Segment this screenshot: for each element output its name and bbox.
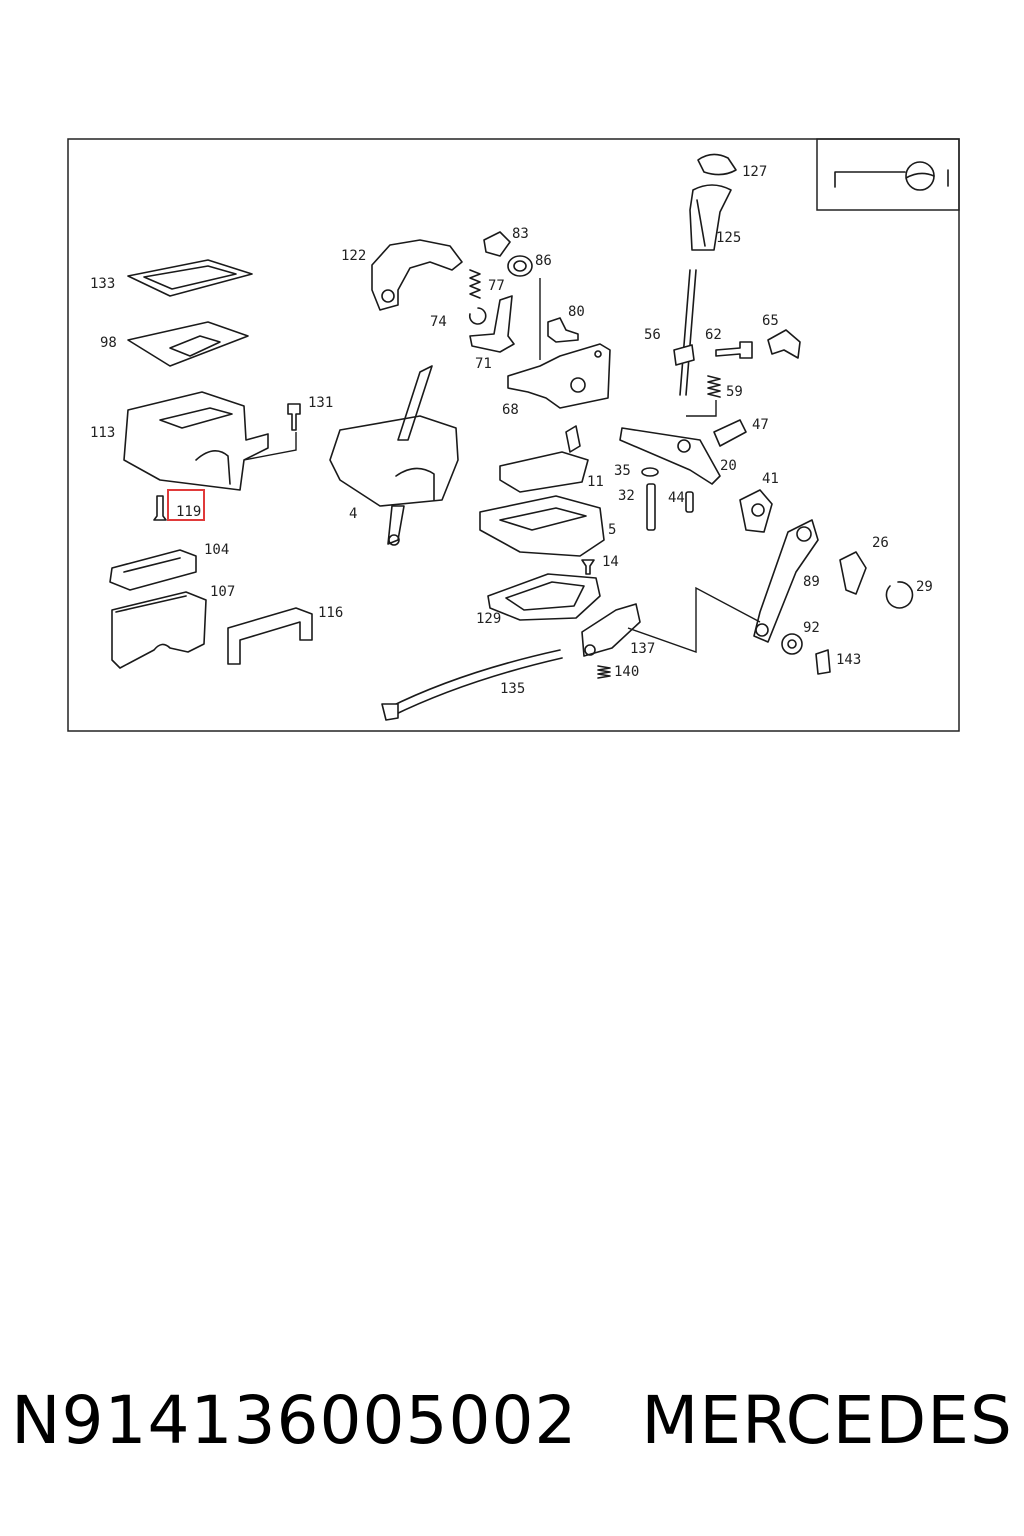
part-labels: 127 125 122 83 86 133 77 80 74 71 98 56 62 65 68 59 131 4… <box>90 164 933 697</box>
part-4[interactable] <box>329 365 459 546</box>
part-label-116[interactable]: 116 <box>318 605 343 621</box>
brand-name: MERCEDES <box>641 1381 1013 1459</box>
part-label-26[interactable]: 26 <box>872 535 889 551</box>
part-label-83[interactable]: 83 <box>512 226 529 242</box>
part-131[interactable] <box>287 403 301 431</box>
part-89[interactable] <box>753 519 819 643</box>
part-label-77[interactable]: 77 <box>488 278 505 294</box>
caption: N914136005002 MERCEDES <box>0 1370 1024 1470</box>
part-140[interactable] <box>597 665 611 679</box>
part-35[interactable] <box>641 467 659 477</box>
leader-lines <box>243 278 761 653</box>
part-label-14[interactable]: 14 <box>602 554 619 570</box>
part-label-113[interactable]: 113 <box>90 425 115 441</box>
part-32[interactable] <box>646 483 656 531</box>
part-label-137[interactable]: 137 <box>630 641 655 657</box>
part-92[interactable] <box>781 633 803 655</box>
diagram-frame <box>67 138 960 732</box>
part-label-143[interactable]: 143 <box>836 652 861 668</box>
part-20[interactable] <box>619 427 721 485</box>
part-label-74[interactable]: 74 <box>430 314 447 330</box>
part-label-62[interactable]: 62 <box>705 327 722 343</box>
part-122[interactable] <box>371 239 463 311</box>
part-label-119[interactable]: 119 <box>176 504 201 520</box>
part-77[interactable] <box>469 269 481 299</box>
part-label-32[interactable]: 32 <box>618 488 635 504</box>
part-143[interactable] <box>815 649 831 675</box>
parts-diagram: 127 125 122 83 86 133 77 80 74 71 98 56 62 65 68 59 131 4… <box>67 138 960 732</box>
part-119[interactable] <box>153 495 167 521</box>
part-label-80[interactable]: 80 <box>568 304 585 320</box>
part-83[interactable] <box>483 231 511 257</box>
part-41[interactable] <box>739 489 773 533</box>
part-80[interactable] <box>547 317 579 343</box>
part-86[interactable] <box>507 255 533 277</box>
part-label-129[interactable]: 129 <box>476 611 501 627</box>
part-44[interactable] <box>685 491 694 513</box>
part-104[interactable] <box>109 549 197 591</box>
part-label-125[interactable]: 125 <box>716 230 741 246</box>
part-68[interactable] <box>507 343 611 409</box>
part-label-65[interactable]: 65 <box>762 313 779 329</box>
part-label-89[interactable]: 89 <box>803 574 820 590</box>
part-107[interactable] <box>111 591 207 669</box>
part-label-122[interactable]: 122 <box>341 248 366 264</box>
part-label-135[interactable]: 135 <box>500 681 525 697</box>
part-135[interactable] <box>381 649 563 721</box>
part-label-41[interactable]: 41 <box>762 471 779 487</box>
part-label-11[interactable]: 11 <box>587 474 604 490</box>
part-133[interactable] <box>127 259 253 297</box>
part-label-47[interactable]: 47 <box>752 417 769 433</box>
steering-wheel-icon <box>834 161 949 191</box>
part-125[interactable] <box>689 184 732 251</box>
part-56[interactable] <box>673 269 697 396</box>
part-11[interactable] <box>499 425 589 493</box>
part-label-86[interactable]: 86 <box>535 253 552 269</box>
part-label-44[interactable]: 44 <box>668 490 685 506</box>
part-74[interactable] <box>468 307 487 325</box>
part-113[interactable] <box>123 391 269 491</box>
part-label-59[interactable]: 59 <box>726 384 743 400</box>
part-116[interactable] <box>227 607 313 665</box>
part-29[interactable] <box>885 581 914 609</box>
part-label-71[interactable]: 71 <box>475 356 492 372</box>
part-47[interactable] <box>713 419 747 447</box>
part-59[interactable] <box>707 375 721 398</box>
part-label-104[interactable]: 104 <box>204 542 229 558</box>
part-label-4[interactable]: 4 <box>349 506 357 522</box>
part-label-131[interactable]: 131 <box>308 395 333 411</box>
part-98[interactable] <box>127 321 249 367</box>
part-127[interactable] <box>697 153 737 176</box>
part-label-29[interactable]: 29 <box>916 579 933 595</box>
part-14[interactable] <box>581 559 595 575</box>
part-label-140[interactable]: 140 <box>614 664 639 680</box>
inset-box <box>816 138 960 211</box>
part-label-68[interactable]: 68 <box>502 402 519 418</box>
part-129[interactable] <box>487 573 601 621</box>
part-62[interactable] <box>715 341 753 359</box>
part-5[interactable] <box>479 495 605 557</box>
part-26[interactable] <box>839 551 867 595</box>
part-label-56[interactable]: 56 <box>644 327 661 343</box>
part-label-35[interactable]: 35 <box>614 463 631 479</box>
part-label-127[interactable]: 127 <box>742 164 767 180</box>
part-label-5[interactable]: 5 <box>608 522 616 538</box>
part-number: N914136005002 <box>11 1381 578 1459</box>
part-label-133[interactable]: 133 <box>90 276 115 292</box>
highlight-box <box>167 489 205 521</box>
part-137[interactable] <box>581 603 641 657</box>
part-label-92[interactable]: 92 <box>803 620 820 636</box>
part-label-20[interactable]: 20 <box>720 458 737 474</box>
part-label-98[interactable]: 98 <box>100 335 117 351</box>
part-65[interactable] <box>767 329 801 359</box>
part-label-107[interactable]: 107 <box>210 584 235 600</box>
part-71[interactable] <box>469 295 515 353</box>
